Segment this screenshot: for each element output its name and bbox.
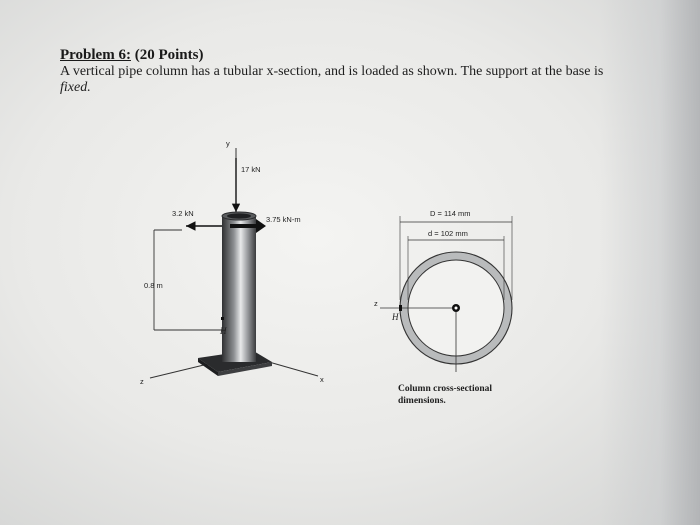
height-label: 0.8 m — [144, 281, 163, 290]
outer-diameter-label: D = 114 mm — [430, 209, 471, 218]
point-h-label: H — [219, 326, 227, 336]
problem-text-main: A vertical pipe column has a tubular x-s… — [60, 64, 604, 79]
lateral-load-label: 3.2 kN — [172, 209, 194, 218]
problem-points: (20 Points) — [134, 47, 204, 63]
axial-load-label: 17 kN — [241, 165, 261, 174]
caption-line-2: dimensions. — [398, 396, 446, 406]
pipe-column — [222, 216, 256, 362]
axis-z-label: z — [140, 377, 144, 386]
problem-text-fixed: fixed. — [60, 80, 91, 95]
section-point-h-marker — [399, 305, 402, 311]
inner-diameter-label: d = 102 mm — [428, 229, 468, 238]
problem-statement: A vertical pipe column has a tubular x-s… — [60, 64, 640, 96]
axis-y-label: y — [226, 139, 230, 148]
moment-arrow — [230, 219, 266, 233]
problem-number: Problem 6: — [60, 47, 131, 63]
cross-section: D = 114 mm d = 102 mm z H — [374, 209, 513, 372]
axis-x-label: x — [320, 375, 324, 384]
screen-edge — [600, 0, 700, 525]
section-z-label: z — [374, 299, 378, 308]
caption-line-1: Column cross-sectional — [398, 384, 492, 394]
section-point-h-label: H — [391, 312, 399, 322]
moment-label: 3.75 kN-m — [266, 215, 301, 224]
problem-heading: Problem 6: (20 Points) — [60, 47, 203, 64]
z-axis-line — [149, 363, 209, 379]
point-h-marker — [221, 317, 224, 320]
